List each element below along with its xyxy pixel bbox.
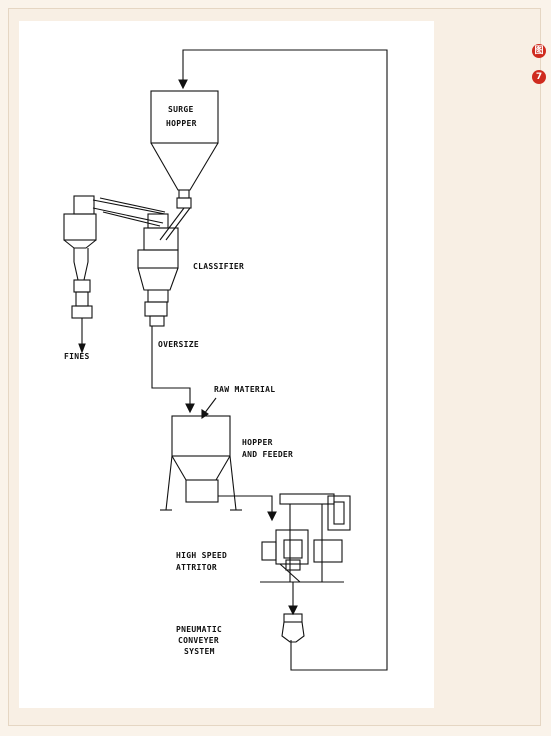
label-and-feeder: AND FEEDER [242, 450, 293, 459]
diagram-sheet [19, 21, 434, 708]
label-fines: FINES [64, 352, 90, 361]
return-conveyor-line [178, 49, 388, 671]
label-raw-material: RAW MATERIAL [214, 385, 275, 394]
classifier-assembly [63, 195, 191, 354]
surge-hopper [150, 90, 219, 209]
label-classifier: CLASSIFIER [193, 262, 244, 271]
label-attritor: ATTRITOR [176, 563, 217, 572]
label-high-speed: HIGH SPEED [176, 551, 227, 560]
hopper-and-feeder [160, 397, 277, 522]
figure-badge-bottom: 7 [532, 70, 546, 84]
high-speed-attritor [260, 493, 351, 583]
oversize-line [151, 326, 195, 414]
label-surge-hopper: HOPPER [166, 119, 197, 128]
figure-badge-top: 图 [532, 44, 546, 58]
label-surge: SURGE [168, 105, 194, 114]
label-hopper: HOPPER [242, 438, 273, 447]
label-oversize: OVERSIZE [158, 340, 199, 349]
label-system: SYSTEM [184, 647, 215, 656]
pneumatic-conveyer [281, 582, 305, 643]
label-pneumatic: PNEUMATIC [176, 625, 222, 634]
label-conveyer: CONVEYER [178, 636, 219, 645]
